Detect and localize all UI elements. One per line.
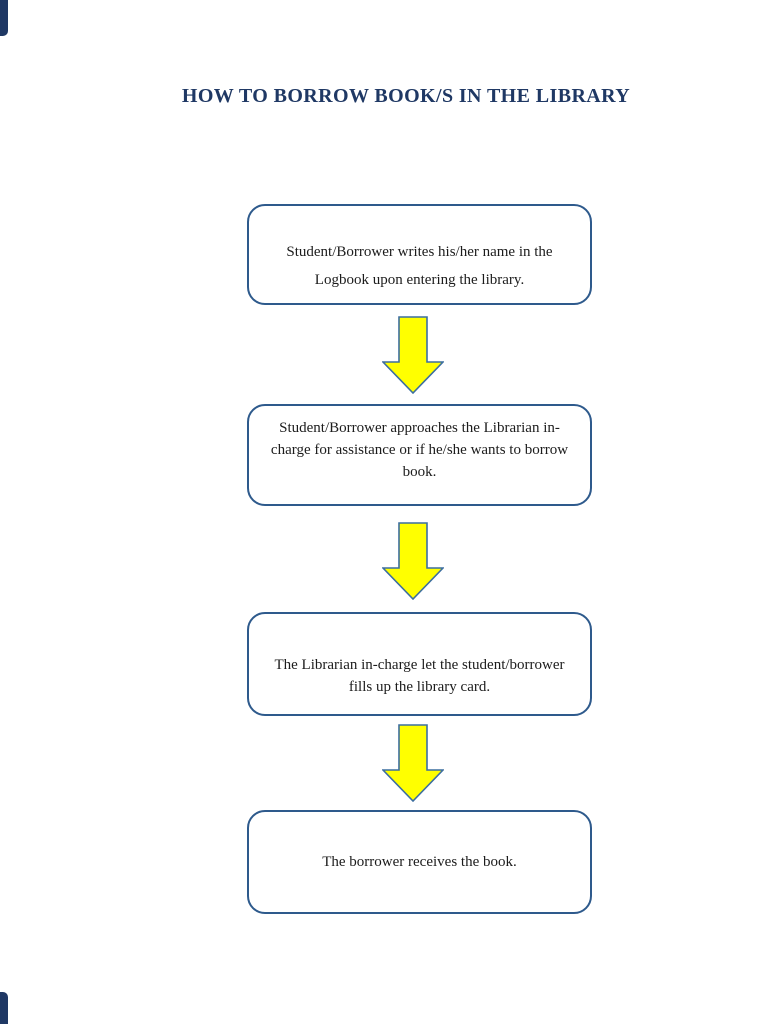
down-arrow-icon <box>382 316 444 394</box>
flow-step-1-text: Logbook upon entering the library. <box>314 271 525 288</box>
flow-step-3-text: fills up the library card. <box>348 679 491 695</box>
flow-step-2-text: book. <box>402 464 437 480</box>
down-arrow-icon <box>382 724 444 802</box>
flow-step-2-text: Student/Borrower approaches the Libraria… <box>279 420 560 436</box>
flow-step-1: Student/Borrower writes his/her name in … <box>247 204 592 305</box>
flow-step-2: Student/Borrower approaches the Libraria… <box>247 404 592 506</box>
flow-step-1-text: Student/Borrower writes his/her name in … <box>286 243 553 260</box>
flow-step-4-text: The borrower receives the book. <box>322 854 517 870</box>
page-corner-accent-top-left <box>0 0 8 36</box>
flow-step-3: The Librarian in-charge let the student/… <box>247 612 592 716</box>
flow-step-4: The borrower receives the book. <box>247 810 592 914</box>
down-arrow-icon <box>382 522 444 600</box>
flow-step-2-text: charge for assistance or if he/she wants… <box>270 442 569 458</box>
page-title: HOW TO BORROW BOOK/S IN THE LIBRARY <box>181 85 631 107</box>
flow-step-3-text: The Librarian in-charge let the student/… <box>274 657 565 673</box>
page-corner-accent-bottom-left <box>0 992 8 1024</box>
